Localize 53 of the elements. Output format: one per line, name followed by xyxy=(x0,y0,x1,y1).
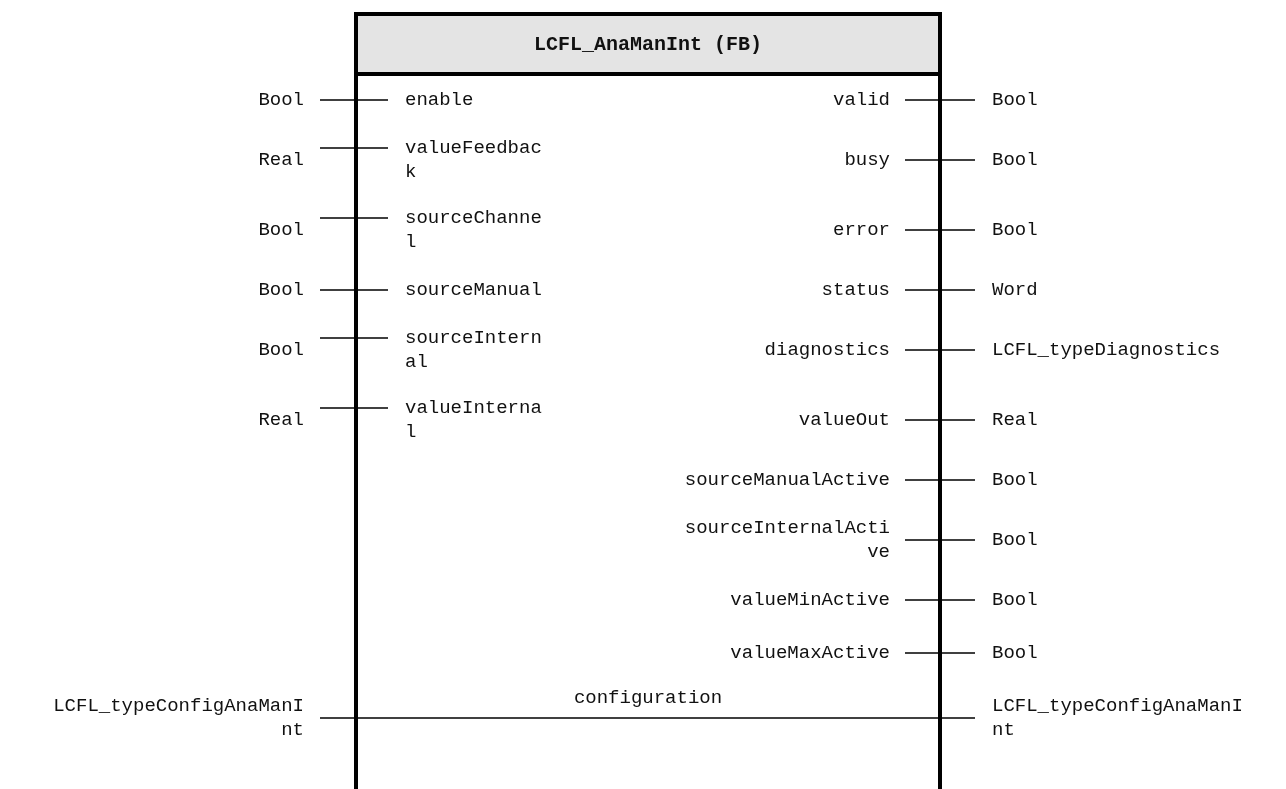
pin-name: valueFeedback xyxy=(388,136,542,184)
pin-name: enable xyxy=(388,88,474,112)
pin-line xyxy=(319,337,389,339)
pin-line xyxy=(319,147,389,149)
data-type: Bool xyxy=(975,215,1038,245)
data-type: Bool xyxy=(258,215,320,245)
function-block xyxy=(354,12,942,789)
data-type: Bool xyxy=(258,275,320,305)
pin-name: busy xyxy=(844,148,905,172)
pin-line xyxy=(319,717,976,719)
data-type: Real xyxy=(975,405,1038,435)
data-type: Real xyxy=(258,405,320,435)
pin-name: sourceInternal xyxy=(388,326,542,374)
pin-name: valueMinActive xyxy=(730,588,905,612)
pin-line xyxy=(319,99,389,101)
pin-name: error xyxy=(833,218,905,242)
pin-line xyxy=(319,407,389,409)
pin-line xyxy=(904,229,976,231)
data-type: Bool xyxy=(975,145,1038,175)
pin-line xyxy=(319,217,389,219)
data-type: LCFL_typeConfigAnaManInt xyxy=(53,694,320,742)
data-type: Bool xyxy=(975,638,1038,668)
pin-name: diagnostics xyxy=(764,338,905,362)
pin-name: status xyxy=(821,278,905,302)
pin-name: valueMaxActive xyxy=(730,641,905,665)
pin-line xyxy=(904,652,976,654)
pin-line xyxy=(904,289,976,291)
data-type: Bool xyxy=(975,85,1038,115)
pin-name: valueOut xyxy=(798,408,905,432)
pin-line xyxy=(904,539,976,541)
data-type: Bool xyxy=(258,335,320,365)
pin-line xyxy=(904,599,976,601)
pin-name: valueInternal xyxy=(388,396,542,444)
data-type: Bool xyxy=(975,465,1038,495)
pin-line xyxy=(319,289,389,291)
data-type: LCFL_typeConfigAnaManInt xyxy=(975,694,1243,742)
data-type: LCFL_typeDiagnostics xyxy=(975,335,1221,365)
data-type: Bool xyxy=(975,525,1038,555)
pin-name: sourceManual xyxy=(388,278,542,302)
pin-name: sourceManualActive xyxy=(684,468,905,492)
data-type: Real xyxy=(258,145,320,175)
pin-line xyxy=(904,159,976,161)
pin-line xyxy=(904,99,976,101)
block-title: LCFL_AnaManInt (FB) xyxy=(358,16,938,76)
pin-line xyxy=(904,349,976,351)
pin-line xyxy=(904,479,976,481)
pin-line xyxy=(904,419,976,421)
pin-name: sourceInternalActive xyxy=(684,516,905,564)
pin-name: sourceChannel xyxy=(388,206,542,254)
data-type: Word xyxy=(975,275,1038,305)
data-type: Bool xyxy=(258,85,320,115)
data-type: Bool xyxy=(975,585,1038,615)
pin-name: valid xyxy=(833,88,905,112)
